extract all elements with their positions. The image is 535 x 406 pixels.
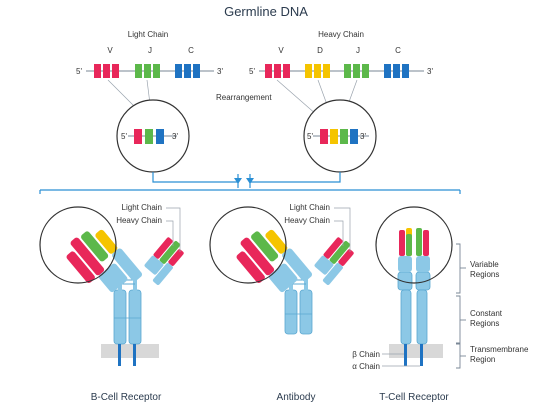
- heavy-five-prime: 5': [249, 67, 255, 76]
- antibody-heavy-chain-label: Heavy Chain: [284, 216, 330, 225]
- light-v-label: V: [107, 46, 113, 55]
- light-c-segment: [193, 64, 200, 78]
- heavy-v-segment: [283, 64, 290, 78]
- variable-regions-label-line1: Variable: [470, 260, 499, 269]
- heavy-d-segment: [314, 64, 321, 78]
- rearranged-j-segment: [145, 129, 153, 144]
- heavy-d-segment: [305, 64, 312, 78]
- beta-chain-label: β Chain: [352, 350, 380, 359]
- heavy-germline-segments: [265, 64, 409, 78]
- light-chain-title: Light Chain: [128, 30, 168, 39]
- light-five-prime: 5': [76, 67, 82, 76]
- heavy-c-segment: [402, 64, 409, 78]
- light-j-segment: [144, 64, 151, 78]
- antibody: [209, 206, 354, 335]
- light-j-label: J: [148, 46, 152, 55]
- heavy-j-segment: [362, 64, 369, 78]
- heavy-c-segment: [393, 64, 400, 78]
- constant-regions-label-line1: Constant: [470, 309, 503, 318]
- rearranged-heavy-three-prime: 3': [360, 132, 366, 141]
- rearranged-heavy-chain: 5' 3': [303, 99, 377, 173]
- heavy-v-segment: [265, 64, 272, 78]
- antibody-caption: Antibody: [277, 392, 316, 403]
- heavy-v-label: V: [278, 46, 284, 55]
- heavy-d-segment: [323, 64, 330, 78]
- alpha-chain-label: α Chain: [352, 362, 380, 371]
- merge-connector: [39, 172, 461, 194]
- light-c-segment: [175, 64, 182, 78]
- rearranged-v-segment: [134, 129, 142, 144]
- light-j-segment: [135, 64, 142, 78]
- heavy-c-label: C: [395, 46, 401, 55]
- heavy-c-segment: [384, 64, 391, 78]
- rearranged-light-five-prime: 5': [121, 132, 127, 141]
- heavy-j-label: J: [356, 46, 360, 55]
- b-cell-receptor: [39, 206, 184, 366]
- light-c-segment: [184, 64, 191, 78]
- rearranged-c-segment: [350, 129, 358, 144]
- bcr-caption: B-Cell Receptor: [91, 392, 162, 403]
- diagram-title: Germline DNA: [224, 4, 308, 19]
- tcr-caption: T-Cell Receptor: [379, 392, 449, 403]
- heavy-j-segment: [344, 64, 351, 78]
- bcr-light-chain-label: Light Chain: [122, 203, 162, 212]
- cell-membrane: [101, 344, 159, 358]
- zoom-circle: [209, 206, 287, 284]
- t-cell-receptor: [375, 206, 453, 366]
- light-j-segment: [153, 64, 160, 78]
- rearranged-light-three-prime: 3': [172, 132, 178, 141]
- antibody-label-leaders: [334, 207, 351, 252]
- cell-membrane: [389, 344, 443, 358]
- light-v-segment: [103, 64, 110, 78]
- rearranged-j-segment: [340, 129, 348, 144]
- heavy-j-segment: [353, 64, 360, 78]
- rearranged-v-segment: [320, 129, 328, 144]
- light-germline-segments: [94, 64, 200, 78]
- variable-regions-label-line2: Regions: [470, 270, 499, 279]
- heavy-d-label: D: [317, 46, 323, 55]
- light-c-label: C: [188, 46, 194, 55]
- rearrangement-label: Rearrangement: [216, 93, 272, 102]
- constant-regions-label-line2: Regions: [470, 319, 499, 328]
- transmembrane-region-label-line2: Region: [470, 355, 495, 364]
- region-brackets: [456, 243, 466, 369]
- zoom-circle: [375, 206, 453, 284]
- rearranged-c-segment: [156, 129, 164, 144]
- down-arrow-icon: [234, 178, 254, 184]
- light-v-segment: [94, 64, 101, 78]
- light-three-prime: 3': [217, 67, 223, 76]
- bcr-heavy-chain-label: Heavy Chain: [116, 216, 162, 225]
- rearranged-heavy-five-prime: 5': [307, 132, 313, 141]
- light-v-segment: [112, 64, 119, 78]
- zoom-circle: [39, 206, 117, 284]
- bcr-label-leaders: [166, 207, 181, 252]
- transmembrane-region-label-line1: Transmembrane: [470, 345, 529, 354]
- heavy-three-prime: 3': [427, 67, 433, 76]
- rearranged-light-chain: 5' 3': [116, 99, 190, 173]
- antibody-light-chain-label: Light Chain: [290, 203, 330, 212]
- tcr-chain-leaders: [382, 353, 420, 367]
- heavy-chain-title: Heavy Chain: [318, 30, 364, 39]
- rearranged-d-segment: [330, 129, 338, 144]
- heavy-v-segment: [274, 64, 281, 78]
